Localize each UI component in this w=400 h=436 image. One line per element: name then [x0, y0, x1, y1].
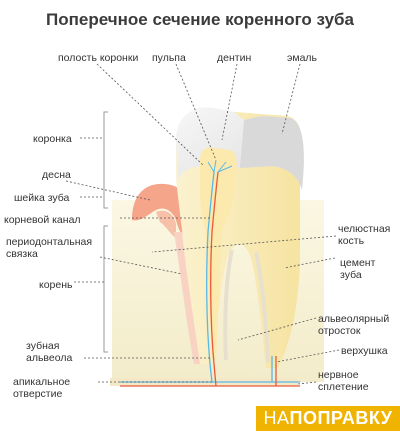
brand-part2: ПОПРАВКУ [289, 408, 393, 428]
crown-bracket [103, 111, 108, 209]
label-apical-foramen: апикальное отверстие [13, 376, 70, 400]
root-bracket [103, 225, 108, 353]
brand-part1: НА [263, 408, 290, 428]
leader-lines [65, 63, 340, 385]
label-alveolar-line2: отросток [318, 325, 361, 337]
label-periodontal: периодонтальная связка [6, 236, 92, 260]
label-jaw-bone-line2: кость [338, 235, 365, 247]
label-apical-line2: отверстие [13, 388, 63, 400]
brand-logo[interactable]: НАПОПРАВКУ [256, 406, 400, 431]
label-dental-alveola: зубная альвеола [26, 340, 72, 364]
periodontal-ligament [174, 232, 200, 364]
label-periodontal-line2: связка [6, 248, 38, 260]
label-crown: коронка [33, 133, 72, 145]
label-cement: цемент зуба [340, 257, 375, 281]
label-alveolar: альвеолярный отросток [318, 313, 389, 337]
label-root: корень [39, 279, 73, 291]
label-jaw-bone-line1: челюстная [338, 223, 391, 235]
label-enamel: эмаль [287, 52, 318, 64]
label-cement-line1: цемент [340, 257, 376, 269]
label-crown-cavity: полость коронки [58, 52, 139, 64]
label-nerve-line2: сплетение [318, 381, 369, 393]
label-apex: верхушка [341, 345, 388, 357]
label-apical-line1: апикальное [13, 376, 71, 388]
label-pulp: пульпа [152, 52, 186, 64]
label-nerve-plexus: нервное сплетение [318, 369, 369, 393]
label-tooth-neck: шейка зуба [14, 192, 70, 204]
nerve-blue [120, 171, 300, 383]
second-root-outline [223, 249, 270, 363]
label-dental-alveola-line1: зубная [26, 340, 60, 352]
pulp-chamber [200, 147, 237, 360]
diagram-title: Поперечное сечение коренного зуба [46, 10, 354, 29]
label-jaw-bone: челюстная кость [338, 223, 390, 247]
label-alveolar-line1: альвеолярный [318, 313, 390, 325]
label-root-canal: корневой канал [4, 214, 81, 226]
label-cement-line2: зуба [340, 269, 362, 281]
enamel-shade [240, 116, 304, 190]
gum [132, 183, 186, 236]
nerve-branches [207, 159, 233, 173]
gum-shadow [156, 210, 176, 238]
nerve-red [120, 171, 300, 387]
label-nerve-line1: нервное [318, 369, 359, 381]
label-dental-alveola-line2: альвеола [26, 352, 73, 364]
label-periodontal-line1: периодонтальная [6, 236, 93, 248]
label-gum: десна [42, 169, 71, 181]
label-dentin: дентин [217, 52, 252, 64]
